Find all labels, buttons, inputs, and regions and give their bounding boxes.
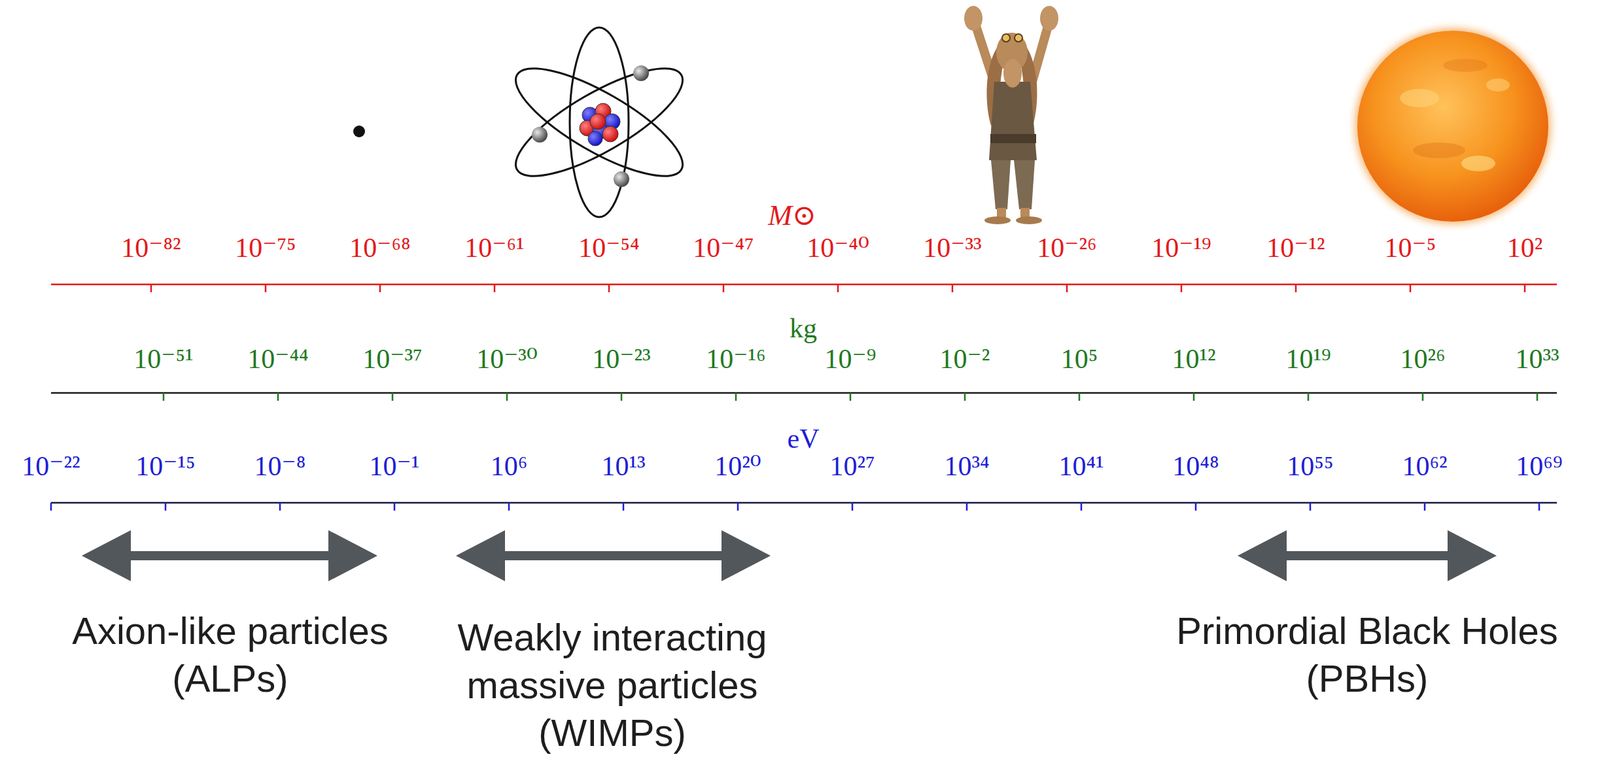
figure-foot	[984, 216, 1011, 225]
tick-label: 10⁻²	[939, 345, 991, 373]
atom-nucleus	[579, 103, 621, 146]
figure-eye	[1002, 34, 1010, 42]
creature-figure	[964, 5, 1059, 225]
tick-label: 10⁻⁴⁷	[692, 234, 754, 262]
tick-label: 10⁶²	[1401, 452, 1447, 481]
tick-label: 10⁻⁵¹	[133, 345, 193, 373]
tick-label: 10³⁴	[943, 452, 990, 481]
particle-dot	[353, 125, 366, 138]
orbit-ellipse	[502, 49, 696, 196]
axis-ticks	[163, 393, 1538, 401]
sun-spot	[1399, 88, 1440, 108]
tick-label: 10⁻¹	[369, 452, 420, 481]
tick-label: 10⁴¹	[1058, 452, 1104, 481]
tick-label: 10⁻⁶⁸	[349, 234, 411, 262]
orbit-ellipse	[502, 49, 696, 196]
tick-label: 10⁻⁵⁴	[578, 234, 640, 262]
figure-leg	[991, 160, 1011, 210]
tick-label: 10⁻⁵	[1384, 234, 1437, 262]
unit-label: kg	[789, 314, 818, 343]
tick-label: 10⁴⁸	[1172, 452, 1219, 481]
axis-ticks	[151, 284, 1525, 293]
tick-label: 10⁻³³	[922, 234, 982, 262]
tick-label: 10⁻⁸²	[121, 234, 181, 262]
orbit-ellipse	[569, 27, 629, 218]
tick-label: 10⁻⁷⁵	[234, 234, 296, 262]
figure-snout	[1003, 58, 1022, 88]
axis-line	[51, 283, 1557, 286]
tick-label: 10⁻⁹	[824, 345, 877, 373]
tick-label: 10²⁷	[829, 452, 875, 481]
tick-label: 10⁵	[1060, 345, 1099, 373]
sun-spot	[1461, 155, 1496, 172]
unit-label: eV	[787, 425, 820, 453]
tick-label: 10⁻³⁰	[476, 345, 538, 373]
electron-ball	[531, 126, 548, 143]
category-label: Primordial Black Holes (PBHs)	[1151, 607, 1583, 703]
proton-ball	[602, 126, 619, 142]
sun-disc	[1357, 30, 1549, 222]
tick-label: 10⁻¹²	[1266, 234, 1325, 262]
electron-ball	[613, 171, 630, 188]
neutron-ball	[588, 131, 603, 146]
tick-label: 10⁻²³	[591, 345, 651, 373]
tick-label: 10⁶	[490, 452, 528, 481]
tick-label: 10²⁰	[714, 452, 761, 481]
tick-label: 10¹³	[601, 452, 645, 481]
sun-icon	[1354, 28, 1551, 225]
sun-spot	[1443, 58, 1488, 72]
figure-foot	[1015, 216, 1043, 225]
proton-ball	[590, 113, 606, 130]
figure-belt	[990, 134, 1037, 144]
tick-label: 10⁻¹⁹	[1151, 234, 1211, 262]
tick-label: 10¹²	[1171, 345, 1216, 373]
tick-label: 10⁻⁸	[254, 452, 307, 481]
tick-label: 10⁻⁴⁰	[806, 234, 870, 262]
atom-icon	[502, 27, 696, 218]
tick-label: 10⁻²²	[21, 452, 80, 481]
tick-label: 10³³	[1514, 345, 1559, 373]
tick-label: 10⁻¹⁵	[135, 452, 195, 481]
axis-line	[51, 502, 1557, 505]
tick-label: 10¹⁹	[1285, 345, 1331, 373]
electrons	[531, 65, 649, 188]
axis-ticks	[51, 503, 1540, 511]
tick-label: 10⁻¹⁶	[705, 345, 766, 373]
tick-label: 10⁻³⁷	[362, 345, 422, 373]
category-label: Weakly interacting massive particles (WI…	[429, 613, 796, 757]
electron-ball	[633, 65, 649, 82]
figure-hand	[964, 5, 983, 31]
unit-label: M⊙	[767, 201, 817, 231]
sun-glow	[1354, 28, 1551, 225]
tick-label: 10⁻⁶¹	[464, 234, 524, 262]
tick-label: 10⁵⁵	[1286, 452, 1334, 481]
range-arrow	[455, 530, 771, 582]
figure-leg	[1013, 160, 1035, 210]
figure-hand	[1040, 5, 1059, 31]
range-arrow	[81, 530, 378, 582]
tick-label: 10⁶⁹	[1515, 452, 1563, 481]
figure-vest	[989, 81, 1037, 161]
tick-label: 10⁻²⁶	[1036, 234, 1097, 262]
figure-eye	[1014, 34, 1023, 42]
tick-label: 10²	[1507, 234, 1544, 262]
sun-spot	[1486, 78, 1510, 92]
tick-label: 10²⁶	[1399, 345, 1445, 373]
tick-label: 10⁻⁴⁴	[247, 345, 309, 373]
axis-line	[51, 392, 1557, 395]
sun-spot	[1412, 142, 1466, 159]
category-label: Axion-like particles (ALPs)	[47, 607, 414, 703]
range-arrow	[1237, 530, 1497, 582]
